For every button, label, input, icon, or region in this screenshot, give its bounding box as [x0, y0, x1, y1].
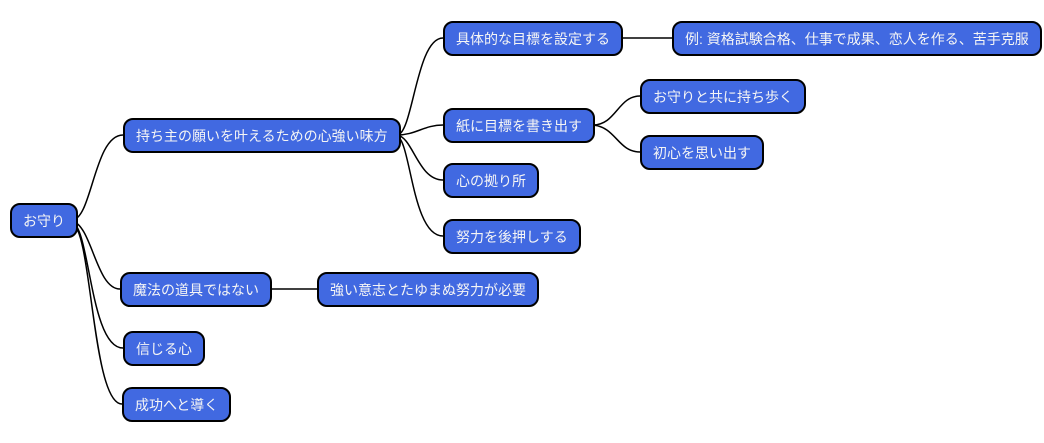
node-emotional-anchor: 心の拠り所	[443, 163, 539, 198]
edge-branch1-to-anchor	[396, 134, 444, 181]
edge-paper-to-carry	[592, 95, 641, 126]
node-write-goal-on-paper: 紙に目標を書き出す	[443, 108, 595, 143]
node-strong-will-needed: 強い意志とたゆまぬ努力が必要	[317, 272, 539, 307]
node-reliable-ally: 持ち主の願いを叶えるための心強い味方	[123, 118, 401, 153]
edge-root-to-branch-3	[71, 221, 124, 349]
node-not-magic-tool: 魔法の道具ではない	[120, 272, 272, 307]
node-believing-heart: 信じる心	[123, 331, 205, 366]
node-set-concrete-goal: 具体的な目標を設定する	[443, 21, 623, 56]
edge-root-to-branch-1	[71, 134, 124, 221]
edge-branch1-to-effort	[396, 135, 444, 237]
node-leads-to-success: 成功へと導く	[122, 387, 232, 422]
edge-root-to-branch-4	[71, 222, 123, 405]
node-goal-examples: 例: 資格試験合格、仕事で成果、恋人を作る、苦手克服	[672, 21, 1042, 56]
node-carry-with-omamori: お守りと共に持ち歩く	[640, 79, 806, 114]
node-root: お守り	[10, 203, 78, 238]
edge-paper-to-remember	[592, 124, 641, 153]
node-remember-initial-intent: 初心を思い出す	[640, 135, 764, 170]
edge-branch1-to-goal	[396, 37, 444, 136]
edge-branch1-to-paper	[396, 124, 444, 136]
node-boost-effort: 努力を後押しする	[443, 219, 581, 254]
